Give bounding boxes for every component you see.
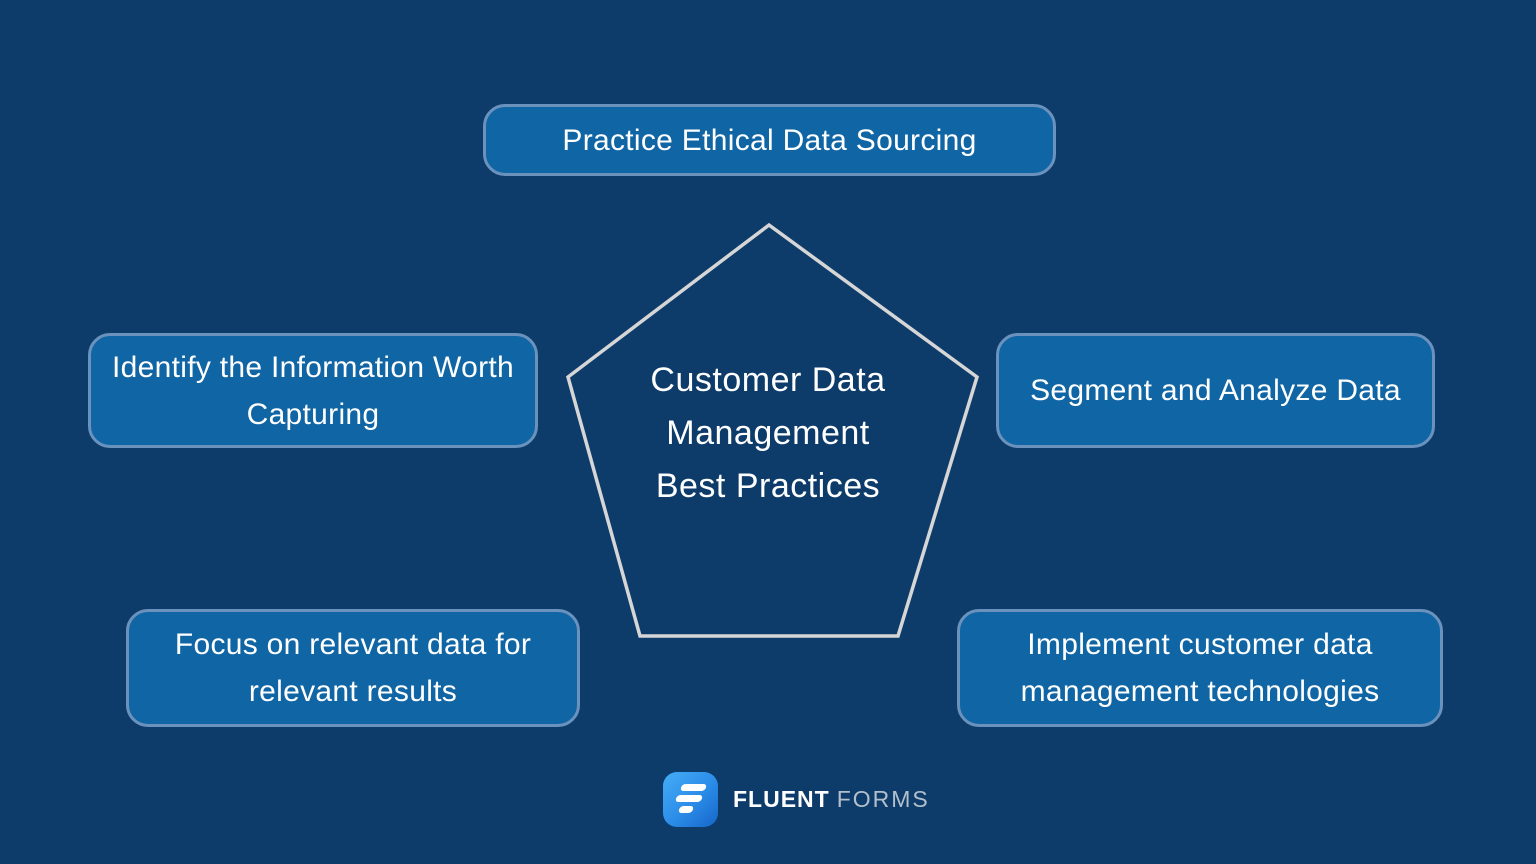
focus-relevant-data-label: Focus on relevant data for relevant resu… (174, 628, 532, 708)
center-title-line-1: Customer Data (650, 361, 886, 399)
brand-name-forms: FORMS (836, 786, 930, 812)
implement-technologies-box: Implement customer data management techn… (957, 609, 1443, 727)
implement-technologies-label: Implement customer data management techn… (1020, 628, 1380, 708)
practice-ethical-data-sourcing-box: Practice Ethical Data Sourcing (483, 104, 1056, 176)
logo-wordmark: FLUENT FORMS (733, 786, 930, 813)
center-title-line-3: Best Practices (655, 467, 881, 505)
segment-analyze-data-label: Segment and Analyze Data (1030, 374, 1401, 407)
brand-name-fluent: FLUENT (733, 786, 830, 812)
logo-stripe-bottom (677, 806, 695, 813)
center-title: Customer Data Management Best Practices (593, 354, 943, 513)
fluent-forms-logo: FLUENT FORMS (663, 772, 930, 827)
identify-information-label: Identify the Information Worth Capturing (112, 350, 514, 431)
logo-stripe-middle (674, 795, 704, 802)
identify-information-box: Identify the Information Worth Capturing (88, 333, 538, 448)
logo-stripe-top (679, 784, 708, 791)
focus-relevant-data-box: Focus on relevant data for relevant resu… (126, 609, 580, 727)
center-title-line-2: Management (666, 414, 870, 452)
fluent-forms-icon (663, 772, 718, 827)
practice-ethical-data-sourcing-label: Practice Ethical Data Sourcing (562, 123, 977, 157)
segment-analyze-data-box: Segment and Analyze Data (996, 333, 1435, 448)
